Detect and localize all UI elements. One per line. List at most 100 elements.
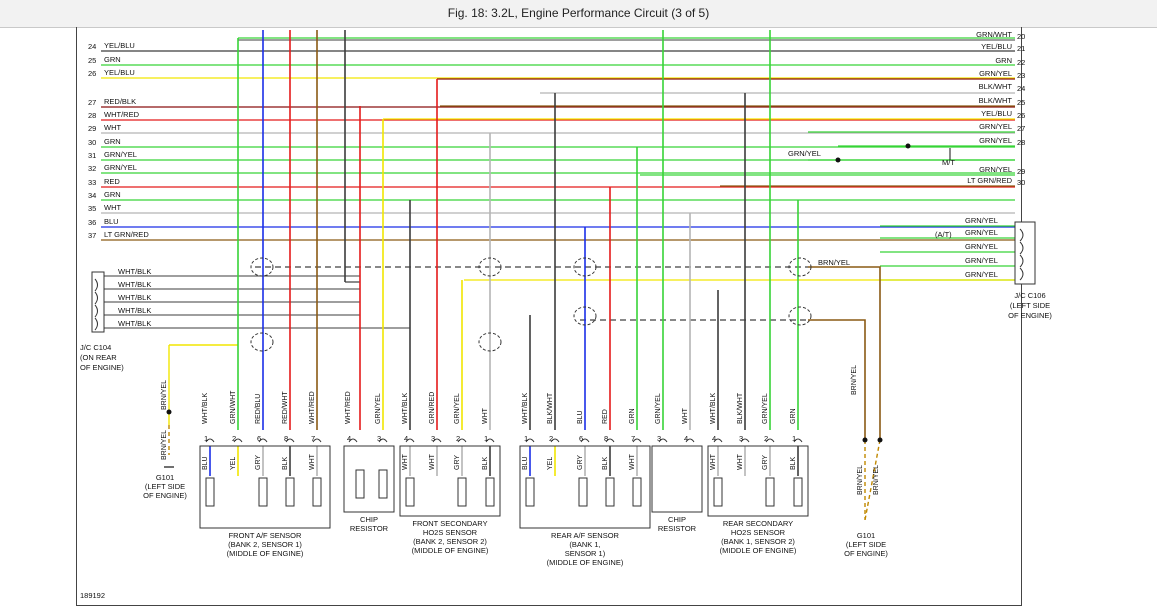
wire-number-right: 26 bbox=[1017, 111, 1025, 120]
component-box bbox=[651, 445, 703, 513]
pin-number: 4 bbox=[404, 434, 408, 443]
pin-inner-label: BLU bbox=[202, 456, 209, 470]
pin-wire-label: BLK/WHT bbox=[737, 392, 744, 424]
wire-number-right: 25 bbox=[1017, 98, 1025, 107]
pin-inner-label: YEL bbox=[547, 457, 554, 470]
wire-number-right: 24 bbox=[1017, 84, 1025, 93]
wire-label-left: BLU bbox=[104, 217, 119, 226]
brn-yel-label: BRN/YEL bbox=[161, 380, 168, 410]
wire-number-right: 30 bbox=[1017, 178, 1025, 187]
wire-label-right: LT GRN/RED bbox=[967, 176, 1012, 185]
pin-number: 2 bbox=[764, 434, 768, 443]
pin-wire-label: GRN bbox=[629, 408, 636, 424]
jc104-wire-label: WHT/BLK bbox=[118, 293, 151, 302]
pin-inner-label: BLU bbox=[522, 456, 529, 470]
jc104-wire-label: WHT/BLK bbox=[118, 267, 151, 276]
wire-label-left: GRN bbox=[104, 137, 121, 146]
wire-number-left: 37 bbox=[88, 231, 96, 240]
title-bar: Fig. 18: 3.2L, Engine Performance Circui… bbox=[0, 0, 1157, 28]
g101-right-label: G101 bbox=[857, 531, 875, 540]
pin-connector bbox=[457, 438, 467, 443]
g101-left-label: OF ENGINE) bbox=[143, 491, 187, 500]
wire-number-right: 22 bbox=[1017, 58, 1025, 67]
diagram-frame bbox=[76, 27, 1022, 606]
wire-number-right: 29 bbox=[1017, 167, 1025, 176]
sensor-element bbox=[713, 477, 723, 507]
pin-connector bbox=[312, 438, 322, 443]
wire-number-left: 31 bbox=[88, 151, 96, 160]
jc106-pin bbox=[1019, 254, 1024, 268]
component-label: FRONT A/F SENSOR bbox=[229, 531, 302, 540]
pin-connector bbox=[713, 438, 723, 443]
pin-connector bbox=[658, 438, 668, 443]
component-label: (MIDDLE OF ENGINE) bbox=[720, 546, 797, 555]
sensor-element bbox=[525, 477, 535, 507]
pin-wire-label: WHT/BLK bbox=[522, 393, 529, 424]
wire-number-left: 29 bbox=[88, 124, 96, 133]
g101-left-label: (LEFT SIDE bbox=[145, 482, 185, 491]
sensor-element bbox=[793, 477, 803, 507]
component-label: (MIDDLE OF ENGINE) bbox=[547, 558, 624, 567]
jc106-wire-label: GRN/YEL bbox=[965, 228, 998, 237]
pin-connector bbox=[233, 438, 243, 443]
pin-number: 1 bbox=[204, 434, 208, 443]
pin-connector bbox=[605, 438, 615, 443]
wire-label-left: YEL/BLU bbox=[104, 41, 135, 50]
pin-number: 3 bbox=[431, 434, 435, 443]
jc106-pin bbox=[1019, 267, 1024, 281]
component-label: (MIDDLE OF ENGINE) bbox=[227, 549, 304, 558]
wire-number-left: 28 bbox=[88, 111, 96, 120]
pin-number: 4 bbox=[712, 434, 716, 443]
pin-wire-label: WHT bbox=[482, 407, 489, 424]
wire-number-left: 34 bbox=[88, 191, 96, 200]
wire-number-right: 27 bbox=[1017, 124, 1025, 133]
pin-number: 1 bbox=[484, 434, 488, 443]
jc104-wire-label: WHT/BLK bbox=[118, 319, 151, 328]
pin-inner-label: WHT bbox=[710, 453, 717, 470]
jc104-pin bbox=[94, 291, 98, 305]
component-label: SENSOR 1) bbox=[565, 549, 606, 558]
jc104-pin bbox=[94, 317, 98, 331]
component-label: CHIP bbox=[360, 515, 378, 524]
component-label: (BANK 1, SENSOR 2) bbox=[721, 537, 795, 546]
pin-connector bbox=[685, 438, 695, 443]
sensor-element bbox=[632, 477, 642, 507]
pin-wire-label: WHT/RED bbox=[345, 391, 352, 424]
wire-label-left: GRN bbox=[104, 190, 121, 199]
pin-inner-label: BLK bbox=[602, 456, 609, 470]
shield-connector bbox=[788, 306, 812, 326]
jc104-connector bbox=[91, 271, 105, 333]
pin-inner-label: GRY bbox=[454, 455, 461, 470]
wire-label-right: BLK/WHT bbox=[979, 82, 1013, 91]
pin-inner-label: GRY bbox=[577, 455, 584, 470]
splice-dot bbox=[835, 157, 841, 163]
pin-number: 6 bbox=[579, 434, 583, 443]
pin-wire-label: WHT/BLK bbox=[710, 393, 717, 424]
pin-inner-label: WHT bbox=[737, 453, 744, 470]
pin-connector bbox=[378, 438, 388, 443]
component-box bbox=[707, 445, 809, 517]
pin-connector bbox=[525, 438, 535, 443]
component-label: HO2S SENSOR bbox=[731, 528, 786, 537]
at-label: (A/T) bbox=[935, 230, 952, 239]
pin-number: 2 bbox=[456, 434, 460, 443]
wire-label-left: LT GRN/RED bbox=[104, 230, 149, 239]
pin-wire-label: BLU bbox=[577, 410, 584, 424]
pin-wire-label: GRN/YEL bbox=[762, 393, 769, 424]
figure-number: 189192 bbox=[80, 591, 105, 600]
sensor-element bbox=[355, 469, 365, 499]
pin-number: 8 bbox=[284, 434, 288, 443]
shield-connector bbox=[250, 332, 274, 352]
wire-label-right: GRN bbox=[995, 56, 1012, 65]
pin-wire-label: WHT/BLK bbox=[402, 393, 409, 424]
wire-label-right: BLK/WHT bbox=[979, 96, 1013, 105]
pin-connector bbox=[580, 438, 590, 443]
wire-number-left: 25 bbox=[88, 56, 96, 65]
sensor-element bbox=[285, 477, 295, 507]
pin-connector bbox=[405, 438, 415, 443]
jc106-wire-label: GRN/YEL bbox=[965, 256, 998, 265]
pin-number: 1 bbox=[524, 434, 528, 443]
pin-wire-label: GRN/YEL bbox=[375, 393, 382, 424]
component-box bbox=[343, 445, 395, 513]
pin-wire-label: BLK/WHT bbox=[547, 392, 554, 424]
